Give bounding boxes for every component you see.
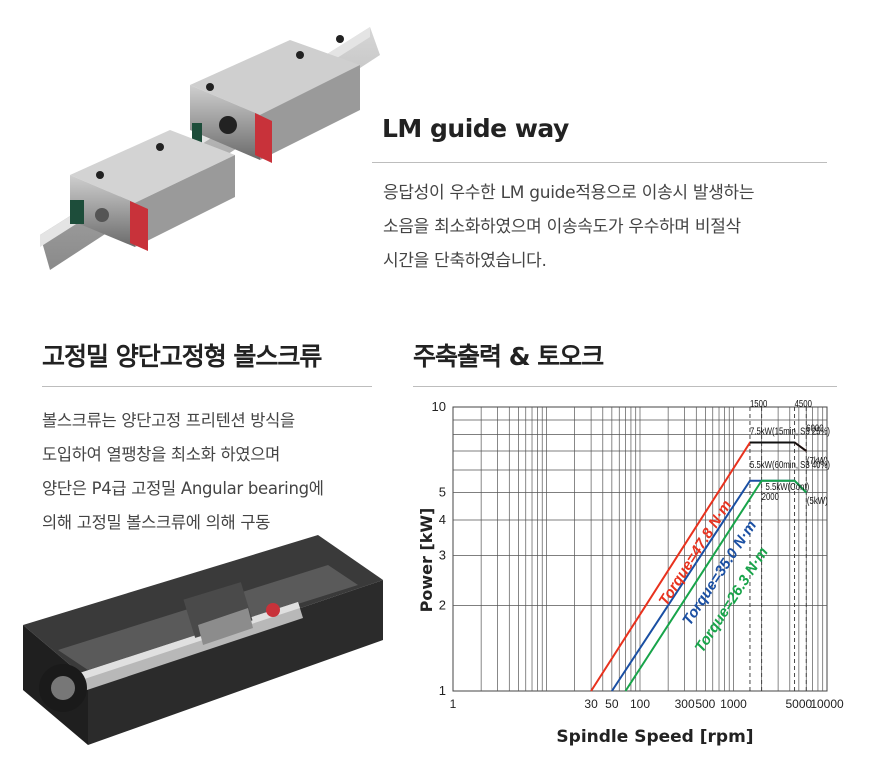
ballscrew-description: 볼스크류는 양단고정 프리텐션 방식을 도입하여 열팽창을 최소화 하였으며 양…	[42, 404, 377, 540]
chart-annotation: (7kW)	[807, 455, 828, 466]
ballscrew-line-3: 양단은 P4급 고정밀 Angular bearing에	[42, 479, 324, 498]
y-tick-label: 4	[439, 512, 446, 527]
lm-guide-illustration	[40, 27, 380, 270]
ballscrew-line-4: 의해 고정밀 볼스크류에 의해 구동	[42, 513, 271, 532]
y-tick-label: 3	[439, 547, 446, 562]
y-tick-label: 1	[439, 683, 446, 698]
chart-annotation: (5kW)	[807, 495, 828, 506]
chart-annotation: 5.5kW(Cont)	[766, 481, 810, 492]
lm-guide-line-2: 소음을 최소화하였으며 이송속도가 우수하며 비절삭	[383, 217, 741, 237]
chart-annotation: 4500	[795, 398, 812, 409]
x-tick-label: 50	[605, 697, 619, 711]
chart-annotation: 1500	[750, 398, 767, 409]
chart-annotation: 2000	[762, 491, 779, 502]
x-tick-label: 30	[584, 697, 598, 711]
chart-annotations: 1500 4500 6000 2000 7.5kW(15min, S3 25%) 5.5k…	[750, 398, 830, 506]
lm-guide-line-1: 응답성이 우수한 LM guide적용으로 이송시 발생하는	[383, 183, 755, 203]
spindle-title: 주축출력 & 토오크	[413, 342, 604, 371]
x-tick-label: 10000	[810, 697, 844, 711]
y-tick-label: 2	[439, 598, 446, 613]
x-tick-label: 300	[675, 697, 695, 711]
lm-guide-line-3: 시간을 단축하였습니다.	[383, 251, 547, 271]
chart-grid	[452, 406, 828, 692]
ballscrew-image	[18, 530, 388, 755]
x-tick-label: 5000	[786, 697, 813, 711]
chart-annotation: 6000	[806, 423, 823, 434]
lm-guide-image	[40, 25, 380, 270]
spindle-divider	[413, 386, 837, 387]
x-tick-label: 500	[695, 697, 715, 711]
x-tick-label: 1000	[720, 697, 747, 711]
x-axis-label: Spindle Speed [rpm]	[556, 727, 753, 747]
ballscrew-title: 고정밀 양단고정형 볼스크류	[42, 342, 322, 371]
chart-series	[590, 441, 808, 692]
ballscrew-illustration	[23, 535, 383, 745]
ballscrew-divider	[42, 386, 372, 387]
chart-annotation: 5.5kW(60min, S3 40%)	[750, 459, 830, 470]
chart-annotation: 7.5kW(15min, S3 25%)	[750, 426, 830, 437]
lm-guide-description: 응답성이 우수한 LM guide적용으로 이송시 발생하는 소음을 최소화하였…	[383, 176, 833, 278]
lm-guide-divider	[372, 162, 827, 163]
chart-dashed-guides	[749, 407, 807, 691]
y-tick-label: 10	[432, 399, 446, 414]
rated-power-line	[750, 441, 807, 452]
ballscrew-line-2: 도입하여 열팽창을 최소화 하였으며	[42, 445, 281, 464]
lm-guide-title: LM guide way	[382, 114, 569, 143]
series-line-3	[624, 479, 808, 692]
x-tick-label: 100	[630, 697, 650, 711]
ballscrew-line-1: 볼스크류는 양단고정 프리텐션 방식을	[42, 411, 295, 430]
y-tick-label: 5	[439, 484, 446, 499]
y-axis-label: Power [kW]	[417, 508, 436, 613]
x-tick-label: 1	[450, 697, 457, 711]
